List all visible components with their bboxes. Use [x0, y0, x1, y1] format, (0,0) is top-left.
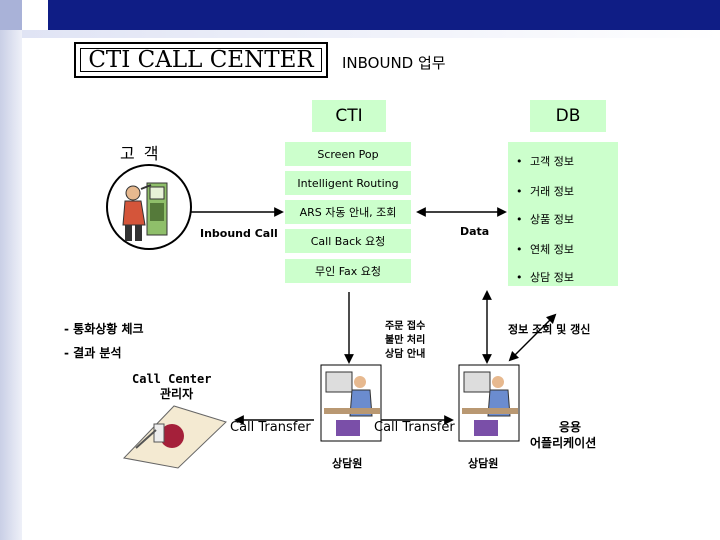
cti-function-fax: 무인 Fax 요청: [285, 259, 411, 283]
db-item: • 상품 정보: [516, 211, 574, 227]
db-item: • 거래 정보: [516, 183, 574, 199]
cti-label: CTI: [335, 106, 363, 126]
cti-function-label: Screen Pop: [317, 147, 379, 161]
db-item: • 고객 정보: [516, 153, 574, 169]
header-band: [0, 0, 720, 30]
bullet-icon: •: [516, 271, 523, 284]
page-subtitle: INBOUND 업무: [342, 54, 446, 72]
bullet-icon: •: [516, 213, 523, 226]
manager-task: - 통화상황 체크: [64, 322, 144, 336]
bullet-icon: •: [516, 243, 523, 256]
left-band: [0, 0, 22, 540]
agent-label: 상담원: [468, 457, 499, 470]
customer-label: 고 객: [120, 144, 161, 163]
cti-label-box: CTI: [312, 100, 386, 132]
db-item-label: 상담 정보: [530, 271, 574, 284]
data-label: Data: [460, 225, 490, 238]
db-items-box: [508, 142, 618, 286]
agent-task: 상담 안내: [385, 349, 426, 360]
bullet-icon: •: [516, 155, 523, 168]
db-access-label: 정보 조회 및 갱신: [508, 323, 591, 336]
agent-to-app-arrow: [508, 313, 557, 362]
cti-function-call-back: Call Back 요청: [285, 229, 411, 253]
cti-function-label: Intelligent Routing: [297, 176, 399, 190]
call-transfer-label: Call Transfer: [374, 420, 455, 435]
cti-function-label: 무인 Fax 요청: [314, 265, 382, 278]
db-item: • 상담 정보: [516, 269, 574, 285]
cti-function-label: ARS 자동 안내, 조회: [299, 206, 397, 219]
agent-illustration: [458, 364, 520, 442]
cti-function-screen-pop: Screen Pop: [285, 142, 411, 166]
bullet-icon: •: [516, 185, 523, 198]
manager-label-line1: Call Center: [132, 372, 212, 386]
app-label-line1: 응용: [559, 420, 582, 434]
manager-label-line2: 관리자: [160, 387, 194, 401]
db-label-box: DB: [530, 100, 606, 132]
cti-function-label: Call Back 요청: [310, 235, 386, 248]
db-item-label: 고객 정보: [530, 155, 574, 168]
agent-label: 상담원: [332, 457, 363, 470]
agent-illustration: [320, 364, 382, 442]
agent-task: 주문 접수: [385, 321, 426, 332]
call-transfer-label: Call Transfer: [230, 420, 311, 435]
header-corner-strip: [0, 0, 22, 30]
db-item-label: 연체 정보: [530, 243, 574, 256]
cti-function-ars: ARS 자동 안내, 조회: [285, 200, 411, 224]
db-item: • 연체 정보: [516, 241, 574, 257]
db-label: DB: [555, 106, 581, 126]
inbound-call-label: Inbound Call: [200, 227, 278, 240]
db-item-label: 상품 정보: [530, 213, 574, 226]
db-item-label: 거래 정보: [530, 185, 574, 198]
header-band-shadow: [0, 30, 720, 38]
agent-task: 불만 처리: [385, 335, 426, 346]
manager-task: - 결과 분석: [64, 346, 122, 360]
page-title: CTI CALL CENTER: [74, 42, 328, 78]
app-label-line2: 어플리케이션: [530, 436, 597, 450]
cti-function-intelligent-routing: Intelligent Routing: [285, 171, 411, 195]
manager-illustration: [120, 402, 230, 470]
customer-illustration: [105, 163, 193, 251]
